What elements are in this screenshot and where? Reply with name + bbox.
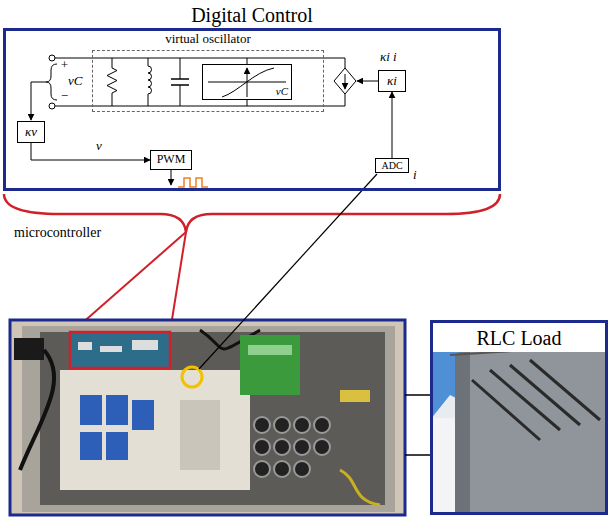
control-panel: Digital Controlvirtual oscillatorvCκvPWM… — [3, 28, 501, 191]
polarity-sign: − — [60, 89, 69, 104]
gain-block: κi — [378, 70, 406, 92]
block-label: ADC — [381, 160, 402, 172]
connection-wire — [405, 394, 430, 396]
load-photo — [431, 321, 607, 514]
leader-line — [170, 232, 186, 332]
oscillator-group: virtual oscillatorvC — [92, 50, 324, 112]
circuit-wiring — [31, 55, 378, 185]
pwm-block: PWM — [150, 150, 192, 170]
highlight-box — [70, 332, 170, 368]
gain-label: κi — [387, 74, 397, 89]
signal-name: i — [413, 168, 417, 183]
signal-name: κi i — [380, 50, 397, 65]
adc-block: ADC — [375, 158, 409, 173]
panel-title: Digital Control — [6, 4, 498, 27]
inverter-photo — [11, 321, 404, 514]
connection-wire — [405, 454, 430, 456]
block-label: PWM — [157, 153, 186, 167]
signal-arrow — [392, 92, 393, 158]
gain-label: κv — [25, 125, 37, 140]
leader-line — [72, 232, 186, 332]
group-title: virtual oscillator — [93, 32, 323, 47]
part-name: microcontroller — [14, 225, 101, 241]
axis-label: vC — [276, 85, 288, 98]
panel-title: RLC Load — [433, 327, 605, 350]
leader-line — [199, 174, 377, 369]
nonlinear-element: vC — [202, 64, 292, 100]
signal-arrow — [31, 143, 150, 160]
load-panel: RLC Load — [430, 320, 608, 515]
highlight-circle — [182, 367, 202, 387]
pwm-pulse — [178, 178, 208, 187]
gain-block: κv — [17, 121, 45, 143]
polarity-sign: + — [60, 58, 69, 73]
signal-name: vC — [68, 74, 82, 89]
signal-name: v — [96, 139, 102, 154]
photo-frame — [10, 320, 405, 515]
